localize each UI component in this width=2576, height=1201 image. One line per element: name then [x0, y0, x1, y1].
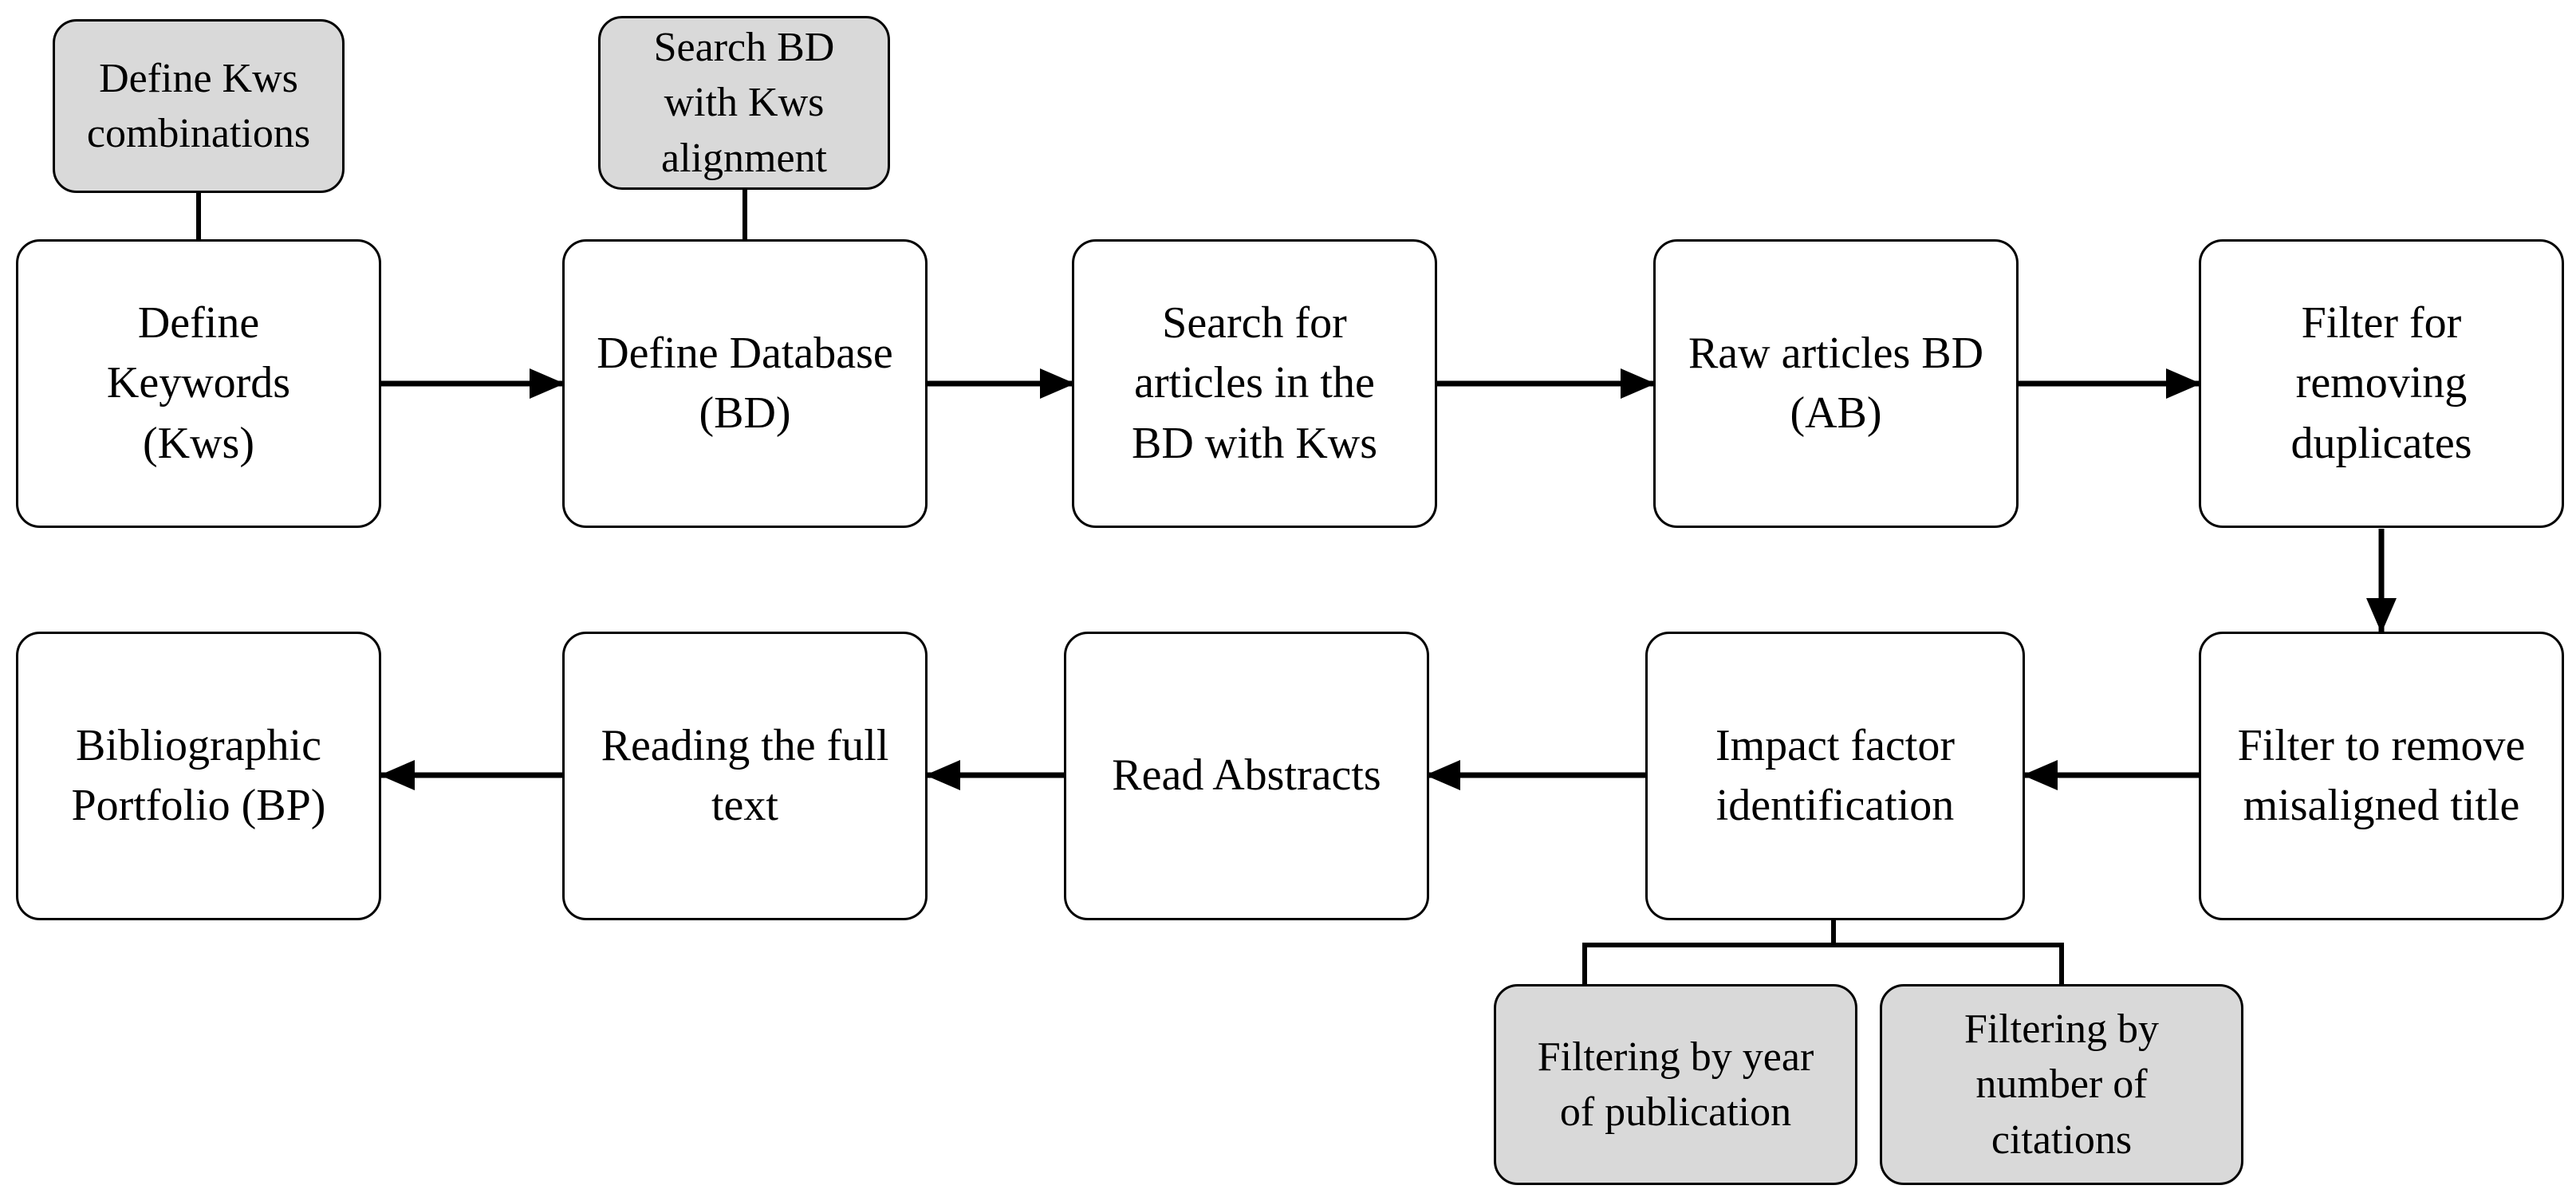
- step-label: Bibliographic Portfolio (BP): [71, 720, 326, 830]
- step-bibliographic-portfolio: Bibliographic Portfolio (BP): [16, 632, 381, 920]
- step-label: Filter to remove misaligned title: [2237, 720, 2526, 830]
- step-search-articles: Search for articles in the BD with Kws: [1072, 239, 1437, 528]
- step-filter-misaligned-title: Filter to remove misaligned title: [2199, 632, 2564, 920]
- step-define-keywords: Define Keywords (Kws): [16, 239, 381, 528]
- note-filter-citations: Filtering by number of citations: [1880, 984, 2243, 1185]
- step-label: Define Database (BD): [597, 328, 893, 438]
- step-label: Search for articles in the BD with Kws: [1131, 298, 1378, 468]
- note-filter-year: Filtering by year of publication: [1494, 984, 1857, 1185]
- note-define-kws-combinations: Define Kws combinations: [53, 19, 345, 193]
- step-label: Filter for removing duplicates: [2290, 298, 2472, 468]
- note-label: Define Kws combinations: [86, 55, 311, 156]
- step-impact-factor: Impact factor identification: [1645, 632, 2025, 920]
- step-label: Read Abstracts: [1112, 750, 1381, 801]
- step-raw-articles: Raw articles BD (AB): [1653, 239, 2019, 528]
- connector-impact-filters: [1582, 943, 2064, 986]
- note-label: Filtering by year of publication: [1537, 1034, 1814, 1135]
- step-read-abstracts: Read Abstracts: [1064, 632, 1429, 920]
- step-read-full-text: Reading the full text: [562, 632, 928, 920]
- step-label: Reading the full text: [601, 720, 889, 830]
- step-define-database: Define Database (BD): [562, 239, 928, 528]
- step-label: Define Keywords (Kws): [106, 298, 291, 468]
- note-label: Filtering by number of citations: [1964, 1006, 2160, 1163]
- note-label: Search BD with Kws alignment: [653, 25, 835, 181]
- step-filter-duplicates: Filter for removing duplicates: [2199, 239, 2564, 528]
- note-search-bd-alignment: Search BD with Kws alignment: [598, 16, 890, 190]
- step-label: Impact factor identification: [1715, 720, 1956, 830]
- step-label: Raw articles BD (AB): [1688, 328, 1984, 438]
